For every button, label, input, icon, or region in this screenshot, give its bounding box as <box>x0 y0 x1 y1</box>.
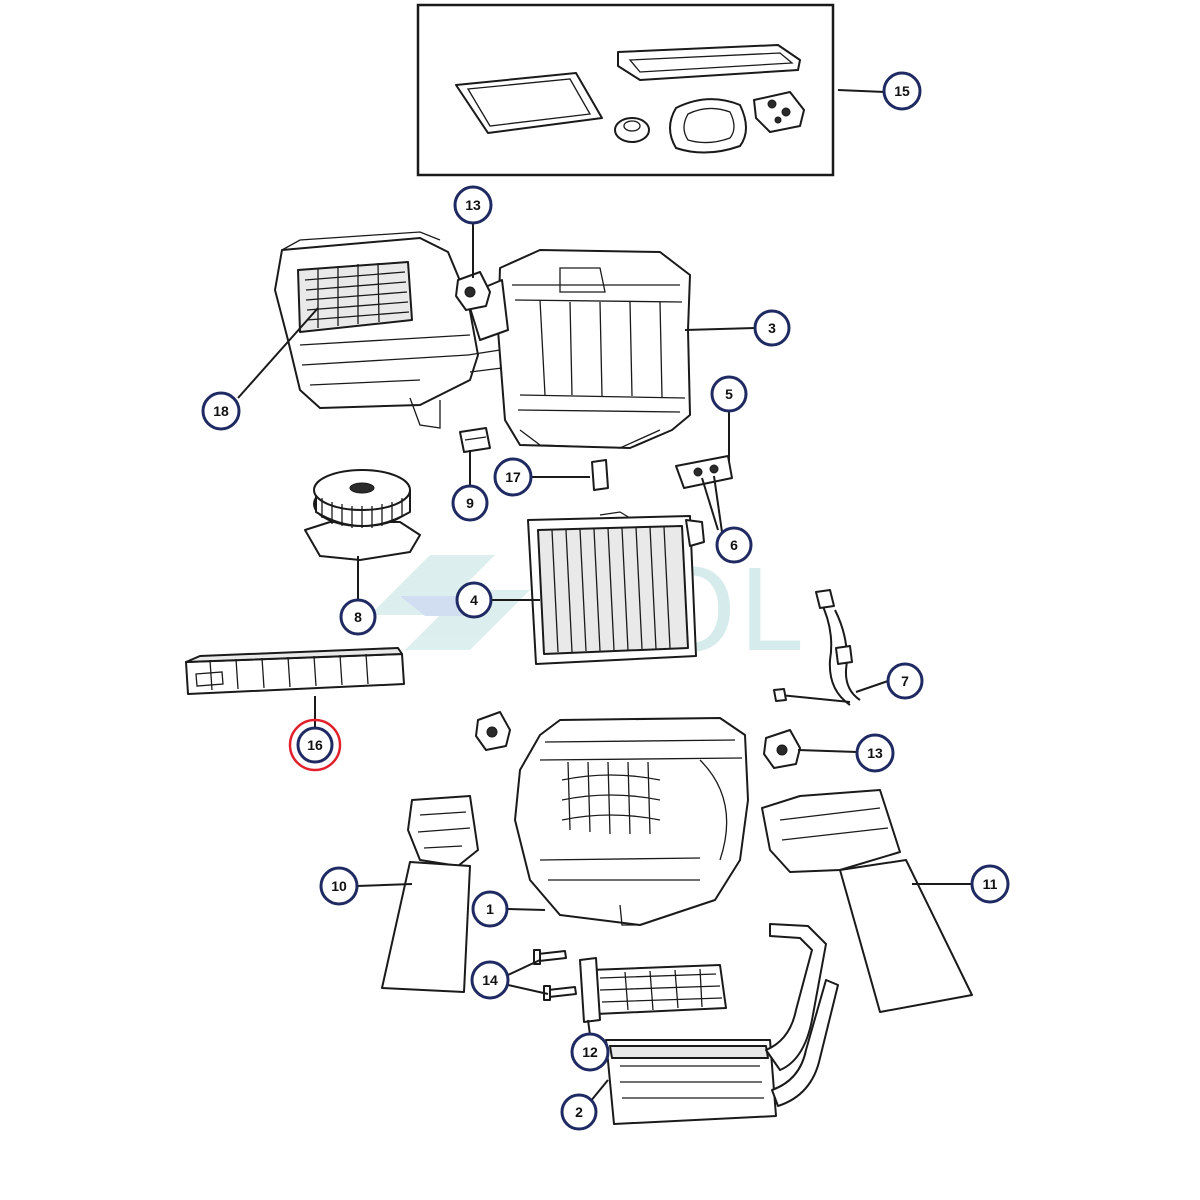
kit-gasket-large <box>617 44 801 81</box>
callout-10-label: 10 <box>331 878 347 894</box>
callout-5-label: 5 <box>725 386 733 402</box>
callout-16: 16 <box>288 718 342 772</box>
callout-6: 6 <box>715 526 753 564</box>
part-11-right-duct <box>761 789 973 1013</box>
part-12-grille <box>579 957 727 1023</box>
callout-12-label: 12 <box>582 1044 598 1060</box>
callout-6-label: 6 <box>730 537 738 553</box>
callout-2: 2 <box>560 1093 598 1131</box>
callout-15: 15 <box>882 71 922 111</box>
upper-hvac-housing <box>274 231 691 449</box>
callout-8: 8 <box>339 598 377 636</box>
callout-11-label: 11 <box>983 876 998 892</box>
callout-3-label: 3 <box>768 320 776 336</box>
callout-16-label: 16 <box>307 737 323 753</box>
callout-15-label: 15 <box>894 83 910 99</box>
callout-1-label: 1 <box>486 901 494 917</box>
callout-8-label: 8 <box>354 609 362 625</box>
part-4-evaporator <box>527 511 705 665</box>
callout-9-label: 9 <box>466 495 474 511</box>
callout-9: 9 <box>451 484 489 522</box>
callout-13-upper-label: 13 <box>465 197 481 213</box>
callout-13-lower: 13 <box>855 733 895 773</box>
callout-4: 4 <box>455 581 493 619</box>
kit-connector <box>753 91 805 133</box>
callout-5: 5 <box>710 375 748 413</box>
callout-4-label: 4 <box>470 592 478 608</box>
kit-box <box>416 3 835 177</box>
callout-13-upper: 13 <box>453 185 493 225</box>
callout-16-highlight-ring <box>288 718 342 772</box>
callout-7-label: 7 <box>901 673 909 689</box>
callout-2-label: 2 <box>575 1104 583 1120</box>
part-16-cabin-filter <box>185 647 405 695</box>
callout-18: 18 <box>201 391 241 431</box>
callout-17: 17 <box>493 457 533 497</box>
callout-13-lower-label: 13 <box>867 745 883 761</box>
kit-round-grommet <box>614 117 650 143</box>
part-2-heater-core <box>605 923 839 1125</box>
part-8-blower-motor <box>304 469 421 561</box>
actuator-lower-left <box>475 711 511 751</box>
callout-17-label: 17 <box>505 469 521 485</box>
kit-gasket-square <box>455 72 603 134</box>
actuator-upper <box>455 271 491 311</box>
part-17-seal <box>591 459 609 491</box>
callout-3: 3 <box>753 309 791 347</box>
callout-18-label: 18 <box>213 403 229 419</box>
callout-12: 12 <box>570 1032 610 1072</box>
part-9-resistor <box>459 427 491 453</box>
callout-14-label: 14 <box>482 972 498 988</box>
callout-10: 10 <box>319 866 359 906</box>
part-10-left-duct <box>381 795 479 993</box>
actuator-lower-right <box>763 729 801 769</box>
callout-11: 11 <box>970 864 1010 904</box>
callout-7: 7 <box>886 662 924 700</box>
part-7-wiring-harness <box>773 589 861 706</box>
leader-lines <box>237 89 973 1103</box>
part-5-6-sensor <box>675 455 733 489</box>
part-1-lower-module <box>514 717 749 926</box>
callout-14: 14 <box>470 960 510 1000</box>
callout-1: 1 <box>471 890 509 928</box>
kit-oval-seal <box>669 98 747 154</box>
